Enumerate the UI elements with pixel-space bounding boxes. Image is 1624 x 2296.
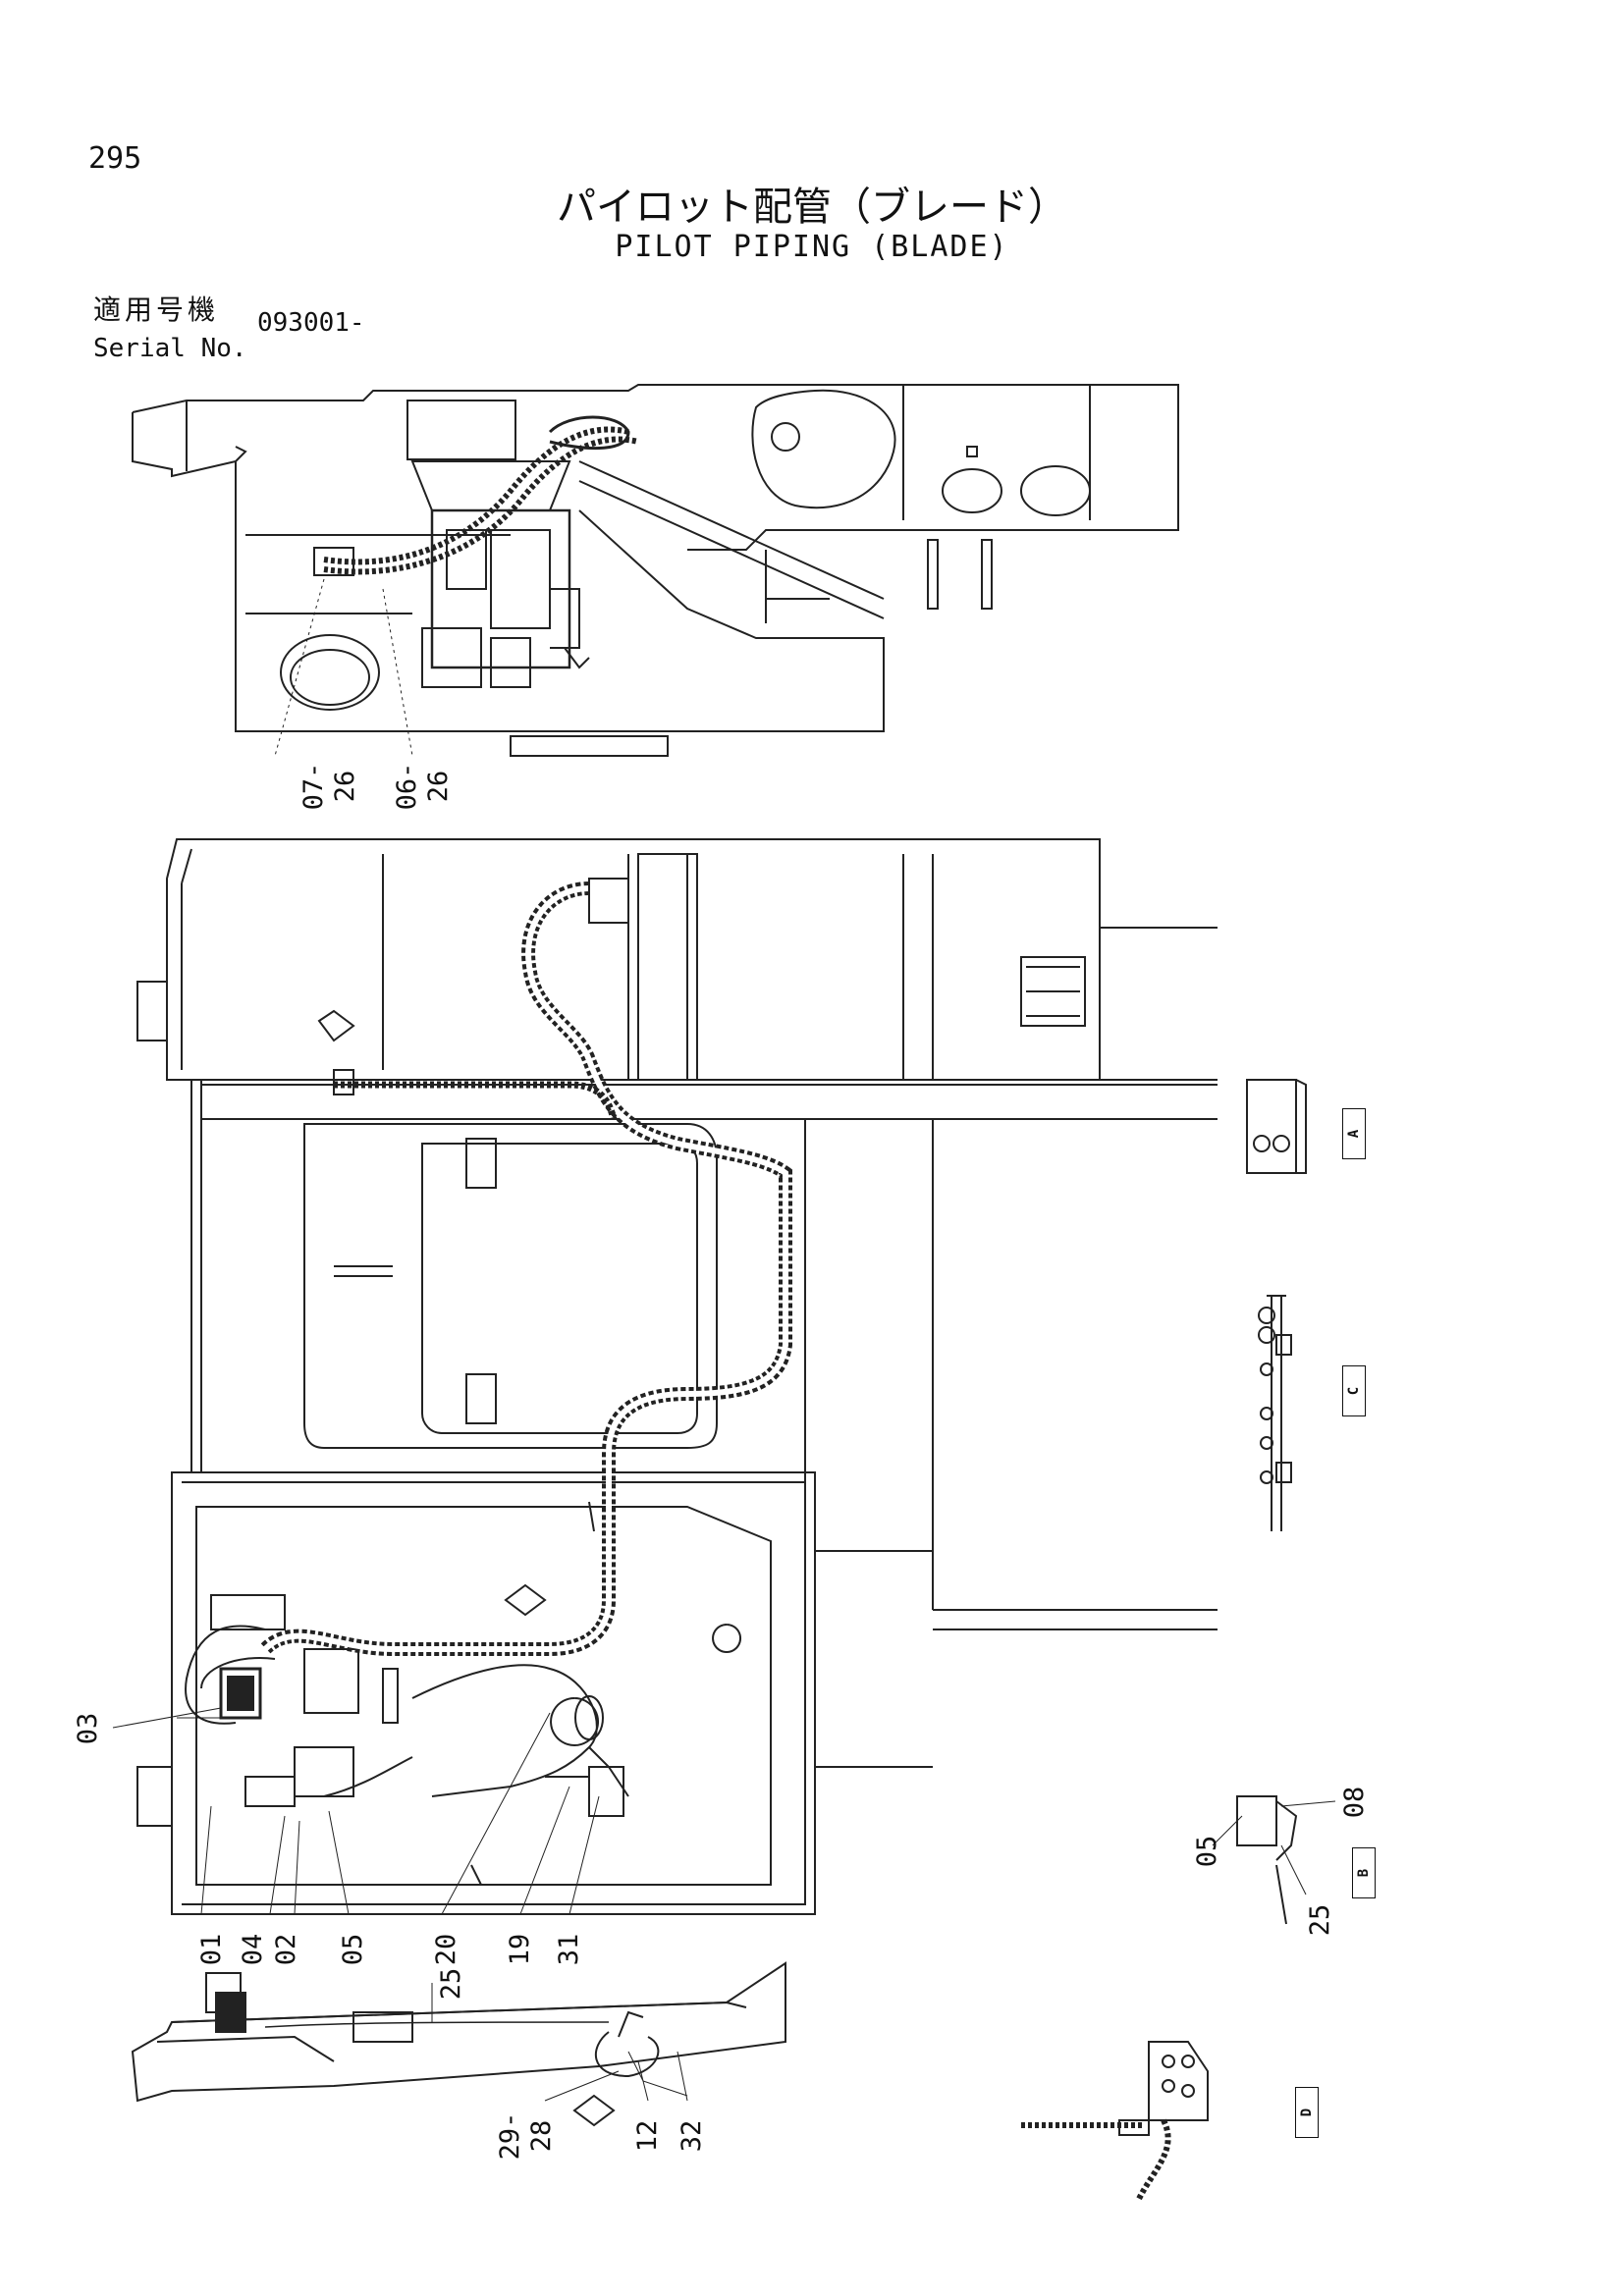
upper-frame-view xyxy=(132,384,1179,757)
callout-25: 25 xyxy=(436,1967,466,2001)
section-tag-a: A xyxy=(1342,1108,1366,1159)
lower-side-view xyxy=(131,1961,1209,2201)
callout-12: 12 xyxy=(632,2119,663,2153)
callout-detail-08: 08 xyxy=(1339,1786,1370,1819)
callout-32: 32 xyxy=(677,2119,707,2153)
serial-label-japanese: 適用号機 xyxy=(93,294,220,326)
callout-29-28: 29-28 xyxy=(495,2111,557,2161)
section-tag-b: B xyxy=(1352,1847,1376,1898)
title-english: PILOT PIPING (BLADE) xyxy=(615,230,1009,264)
callout-19: 19 xyxy=(505,1933,535,1966)
callout-05: 05 xyxy=(338,1933,368,1966)
callout-03: 03 xyxy=(73,1712,103,1745)
page-number: 295 xyxy=(88,141,142,176)
callout-04: 04 xyxy=(238,1933,268,1966)
callout-detail-05: 05 xyxy=(1192,1835,1222,1868)
callout-01: 01 xyxy=(196,1933,227,1966)
callout-06-26: 06-26 xyxy=(392,762,454,811)
callout-02: 02 xyxy=(271,1933,301,1966)
callout-detail-25: 25 xyxy=(1305,1903,1335,1937)
serial-label-english: Serial No. xyxy=(93,334,247,363)
title-japanese: パイロット配管（ブレード） xyxy=(557,185,1067,230)
section-tag-d: D xyxy=(1295,2087,1319,2138)
callout-07-26: 07-26 xyxy=(298,762,360,811)
serial-number-value: 093001- xyxy=(257,308,365,338)
section-tag-c: C xyxy=(1342,1365,1366,1416)
plan-view xyxy=(112,838,1336,1925)
callout-31: 31 xyxy=(554,1933,584,1966)
